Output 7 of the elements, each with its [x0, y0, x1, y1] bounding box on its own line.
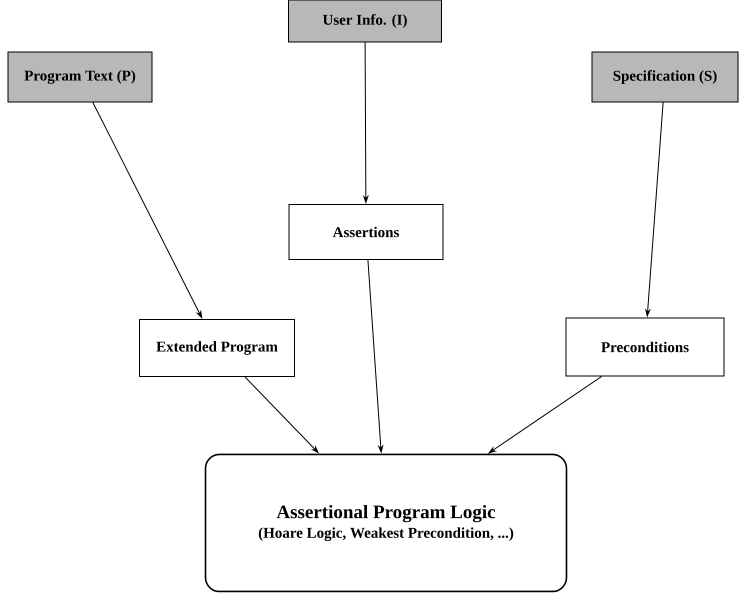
process-box: Assertions: [288, 204, 444, 260]
rounded-box: Assertional Program Logic (Hoare Logic, Weakest Precondition, ...): [204, 454, 568, 592]
process-box: Extended Program: [139, 318, 295, 377]
input-box: User Info. (I): [288, 0, 442, 42]
process-box: Preconditions: [566, 318, 724, 376]
input-box: Program Text (P): [8, 52, 152, 102]
input-box: Specification (S): [592, 52, 738, 102]
